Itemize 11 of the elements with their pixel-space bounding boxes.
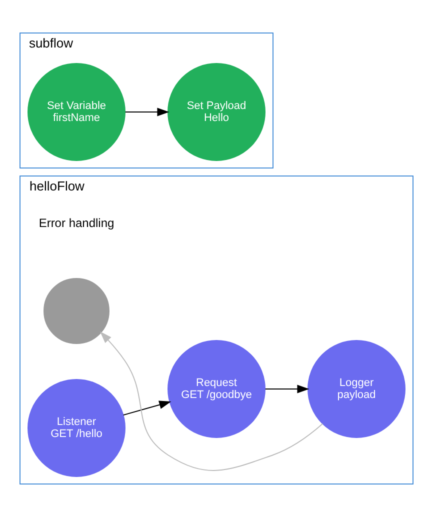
node-circle: Request GET /goodbye (168, 340, 266, 438)
label: Error handling (38, 216, 114, 230)
node-circle: Set Variable firstName (28, 62, 126, 160)
node-circle: Logger payload (308, 340, 406, 438)
arrow (100, 330, 324, 470)
arrow (124, 107, 170, 116)
node-circle: Set Payload Hello (168, 62, 266, 160)
node-circle (44, 278, 110, 344)
arrow (264, 384, 310, 393)
arrow (122, 400, 172, 415)
node-circle: Listener GET /hello (28, 378, 126, 476)
